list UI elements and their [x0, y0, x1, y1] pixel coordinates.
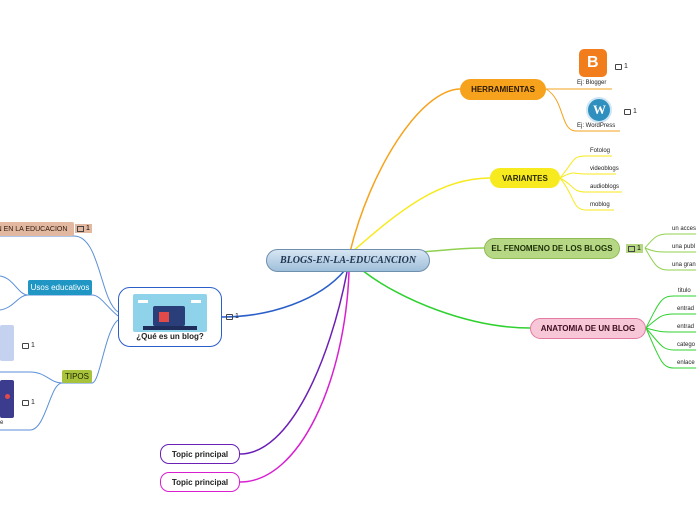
- central-topic[interactable]: BLOGS-EN-LA-EDUCANCION: [266, 249, 430, 272]
- comment-icon: [22, 342, 29, 349]
- link-variantes: [351, 177, 491, 253]
- leaf-anatomia-2[interactable]: entrad: [677, 306, 695, 312]
- leaf-moblog[interactable]: moblog: [590, 202, 610, 208]
- que-es-label: ¿Qué es un blog?: [136, 332, 204, 341]
- link-herramientas: [349, 88, 461, 253]
- leaf-blogger[interactable]: Ej: Blogger: [577, 80, 607, 86]
- leaf-anatomia-1[interactable]: titulo: [678, 288, 691, 294]
- leaf-fotolog[interactable]: Fotolog: [590, 148, 611, 154]
- leaf-fenomeno-2[interactable]: una publ: [672, 244, 696, 250]
- link-fenomeno: [419, 247, 485, 253]
- tipo-thumbnail-2: [0, 380, 14, 418]
- comment-indicator[interactable]: 1: [615, 63, 628, 70]
- leaf-fenomeno-3[interactable]: una gran: [672, 262, 696, 268]
- leaf-anatomia-5[interactable]: enlace: [677, 360, 695, 366]
- leaf-audioblogs[interactable]: audioblogs: [590, 184, 620, 190]
- comment-icon: [77, 225, 84, 232]
- branch-tipos[interactable]: TIPOS: [62, 370, 92, 383]
- blog-illustration: [133, 294, 207, 332]
- comment-indicator[interactable]: 1: [22, 342, 35, 349]
- leaf-wordpress[interactable]: Ej: WordPress: [577, 123, 616, 129]
- branch-anatomia[interactable]: ANATOMIA DE UN BLOG: [530, 318, 646, 339]
- branch-fenomeno[interactable]: EL FENOMENO DE LOS BLOGS: [484, 238, 620, 259]
- comment-icon: [628, 245, 635, 252]
- comment-indicator[interactable]: 1: [626, 244, 643, 253]
- leaf-anatomia-4[interactable]: catego: [677, 342, 696, 348]
- wordpress-logo-icon: W: [586, 97, 612, 123]
- link-que-es: [221, 269, 346, 318]
- comment-icon: [22, 399, 29, 406]
- tipo-thumbnail-1: [0, 325, 14, 361]
- comment-indicator[interactable]: 1: [22, 399, 35, 406]
- branch-variantes[interactable]: VARIANTES: [490, 168, 560, 188]
- link-topic2: [239, 271, 350, 483]
- branch-que-es-un-blog[interactable]: ¿Qué es un blog?: [118, 287, 222, 347]
- comment-icon: [615, 63, 622, 70]
- branch-herramientas[interactable]: HERRAMIENTAS: [460, 79, 546, 100]
- leaf-videoblogs[interactable]: videoblogs: [590, 166, 619, 172]
- link-anatomia: [361, 269, 531, 329]
- comment-indicator[interactable]: 1: [624, 108, 637, 115]
- comment-icon: [624, 108, 631, 115]
- branch-usos-educativos[interactable]: Usos educativos: [28, 280, 92, 295]
- leaf-anatomia-3[interactable]: entrad: [677, 324, 695, 330]
- comment-indicator[interactable]: 1: [75, 224, 92, 233]
- topic-principal-1[interactable]: Topic principal: [160, 444, 240, 464]
- tipo-leaf-label[interactable]: e: [0, 420, 4, 426]
- link-topic1: [239, 271, 348, 455]
- comment-indicator[interactable]: 1: [226, 313, 239, 320]
- leaf-fenomeno-1[interactable]: un acces: [672, 226, 696, 232]
- comment-icon: [226, 313, 233, 320]
- topic-principal-2[interactable]: Topic principal: [160, 472, 240, 492]
- blogger-logo-icon: B: [579, 49, 607, 77]
- branch-evolucion[interactable]: N EN LA EDUCACION: [0, 222, 74, 236]
